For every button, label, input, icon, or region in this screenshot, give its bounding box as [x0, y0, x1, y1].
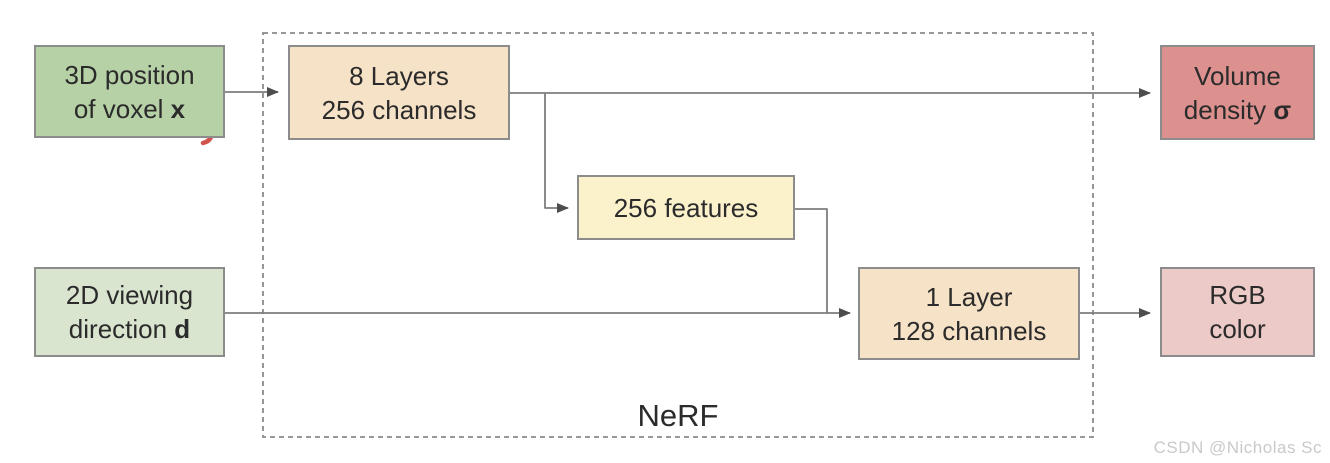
node-label-line2: direction d: [68, 314, 191, 344]
label-bold-symbol: σ: [1273, 94, 1292, 125]
node-output-density: Volume density σ: [1160, 45, 1315, 140]
connector-features-to-colorline: [795, 208, 828, 313]
node-label-line2: color: [1209, 314, 1266, 344]
label-bold-symbol: d: [174, 314, 191, 344]
node-label-line1: 256 features: [613, 192, 759, 223]
node-input-position: 3D position of voxel x: [34, 45, 225, 138]
node-label-line2: density σ: [1183, 94, 1292, 125]
node-label-line1: 1 Layer: [925, 281, 1013, 312]
node-mlp-main: 8 Layers 256 channels: [288, 45, 510, 140]
node-features: 256 features: [577, 175, 795, 240]
node-label-line1: Volume: [1194, 60, 1281, 91]
nerf-container-label: NeRF: [637, 398, 719, 433]
node-label-line2: of voxel x: [73, 93, 186, 124]
node-output-rgb: RGB color: [1160, 267, 1315, 357]
node-label-line1: 3D position: [64, 59, 195, 90]
node-label-line1: 2D viewing: [65, 280, 194, 310]
node-mlp-color: 1 Layer 128 channels: [858, 267, 1080, 360]
node-label-line1: RGB: [1209, 280, 1266, 310]
watermark-text: CSDN @Nicholas Sc: [1153, 438, 1322, 457]
node-label-line1: 8 Layers: [349, 60, 449, 91]
arrow-mlp-to-features: [544, 93, 569, 213]
node-label-line2: 128 channels: [891, 315, 1047, 346]
nerf-dashed-container: [262, 32, 1094, 438]
node-input-direction: 2D viewing direction d: [34, 267, 225, 357]
label-bold-symbol: x: [170, 93, 186, 124]
node-label-line2: 256 channels: [321, 94, 477, 125]
